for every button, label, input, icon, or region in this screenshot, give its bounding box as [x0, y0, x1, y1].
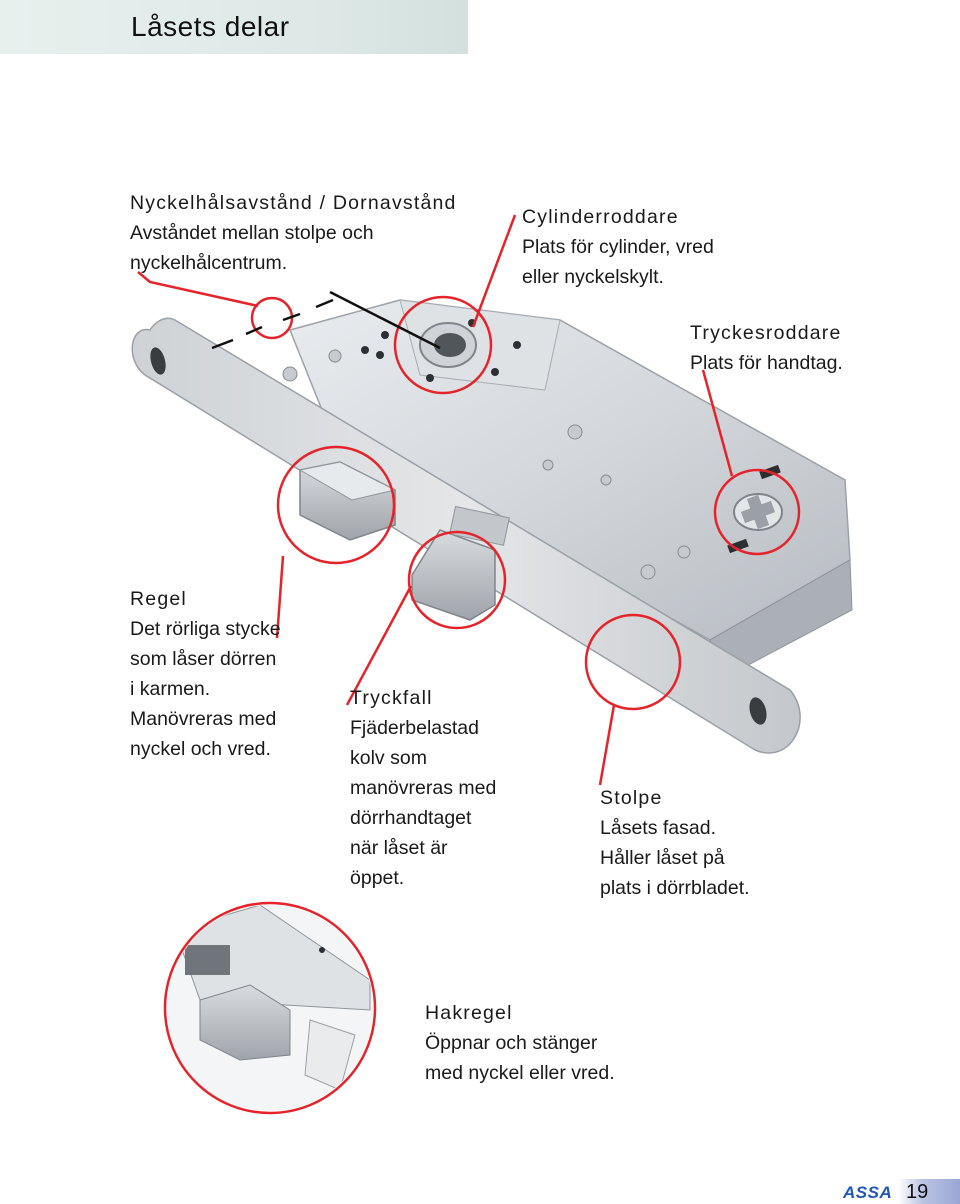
label-line: Manövreras med	[130, 708, 277, 730]
label-heading: Tryckfall	[350, 687, 433, 709]
label-tryckfall: Tryckfall Fjäderbelastad kolv som manövr…	[350, 683, 496, 893]
label-regel: Regel Det rörliga stycke som låser dörre…	[130, 584, 281, 764]
label-line: eller nyckelskylt.	[522, 266, 664, 288]
label-line: Håller låset på	[600, 847, 725, 869]
assa-logo: ASSA	[843, 1183, 893, 1202]
lock-case	[288, 299, 853, 681]
label-line: Avståndet mellan stolpe och	[130, 222, 374, 244]
label-dornavstand: Nyckelhålsavstånd / Dornavstånd Avstånde…	[130, 188, 457, 278]
label-stolpe: Stolpe Låsets fasad. Håller låset på pla…	[600, 783, 750, 903]
label-line: plats i dörrbladet.	[600, 877, 750, 899]
label-line: öppet.	[350, 867, 405, 889]
cylinder-hole	[419, 322, 477, 368]
label-heading: Nyckelhålsavstånd / Dornavstånd	[130, 192, 457, 214]
handle-spindle	[727, 464, 783, 554]
label-cylinderroddare: Cylinderroddare Plats för cylinder, vred…	[522, 202, 714, 292]
label-line: Plats för cylinder, vred	[522, 236, 714, 258]
footer-bar	[898, 1179, 960, 1204]
label-line: dörrhandtaget	[350, 807, 472, 829]
page-number: 19	[906, 1181, 929, 1203]
page-title: Låsets delar	[131, 11, 290, 42]
label-line: Det rörliga stycke	[130, 618, 281, 640]
label-heading: Cylinderroddare	[522, 206, 679, 228]
header-band	[0, 0, 468, 54]
label-line: Plats för handtag.	[690, 352, 843, 374]
label-line: som låser dörren	[130, 648, 277, 670]
screw-holes	[361, 319, 521, 382]
dead-bolt	[298, 461, 397, 541]
label-line: i karmen.	[130, 678, 211, 700]
hakregel-detail	[167, 905, 373, 1111]
label-heading: Hakregel	[425, 1002, 513, 1024]
label-line: när låset är	[350, 837, 448, 859]
label-heading: Regel	[130, 588, 187, 610]
label-line: nyckelhålcentrum.	[130, 252, 288, 274]
label-line: nyckel och vred.	[130, 738, 271, 760]
callouts	[137, 214, 801, 1115]
label-line: Öppnar och stänger	[425, 1032, 598, 1054]
label-line: kolv som	[350, 747, 427, 769]
label-line: Fjäderbelastad	[350, 717, 479, 739]
latch-bolt	[411, 505, 510, 621]
rivets	[282, 349, 691, 580]
label-heading: Stolpe	[600, 787, 663, 809]
label-line: manövreras med	[350, 777, 497, 799]
dimension-line	[211, 290, 441, 350]
label-line: med nyckel eller vred.	[425, 1062, 615, 1084]
label-heading: Tryckesroddare	[690, 322, 842, 344]
label-tryckesroddare: Tryckesroddare Plats för handtag.	[690, 318, 843, 378]
label-line: Låsets fasad.	[600, 817, 716, 839]
label-hakregel: Hakregel Öppnar och stänger med nyckel e…	[425, 998, 615, 1088]
